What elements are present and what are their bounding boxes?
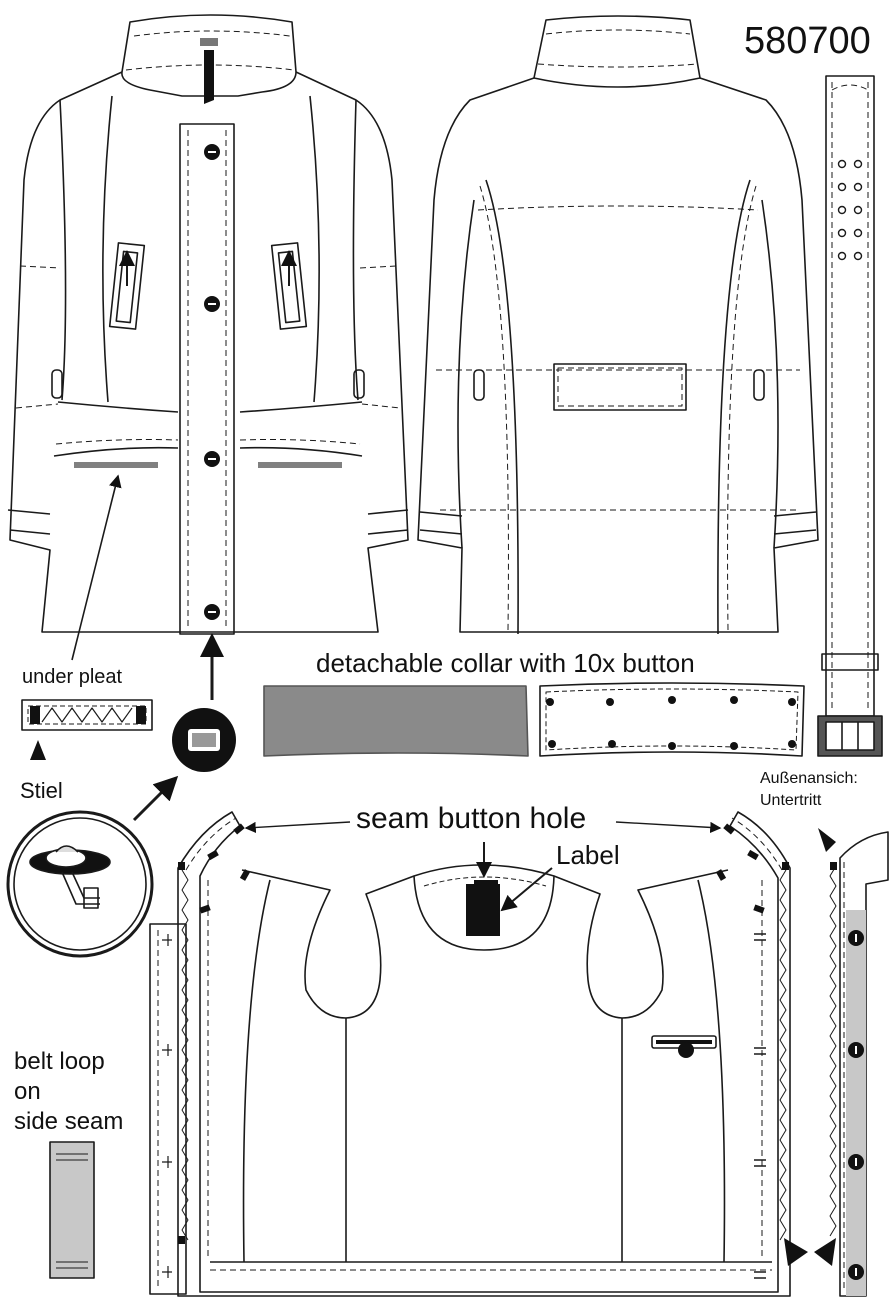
label-callout: Label bbox=[556, 840, 620, 870]
button-closeup bbox=[172, 633, 236, 772]
belt-loop-label-line3: side seam bbox=[14, 1108, 124, 1135]
seam-button-hole-label: seam button hole bbox=[356, 802, 587, 835]
back-half-belt bbox=[553, 363, 687, 411]
article-number: 580700 bbox=[744, 20, 871, 62]
left-facing-strip bbox=[149, 923, 187, 1295]
outside-view-label-line2: Untertritt bbox=[760, 792, 822, 809]
belt-loop-label-line2: on bbox=[14, 1078, 41, 1105]
front-body-outline bbox=[9, 71, 409, 633]
back-collar bbox=[533, 15, 701, 88]
outside-view-label-line1: Außenansich: bbox=[760, 770, 858, 787]
jacket-inside-view bbox=[177, 811, 836, 1297]
belt bbox=[817, 75, 883, 757]
belt-loop-detail bbox=[49, 1141, 95, 1279]
jacket-back-view bbox=[417, 15, 819, 635]
detachable-collar-label: detachable collar with 10x button bbox=[316, 648, 695, 678]
stiel-closeup bbox=[6, 775, 179, 958]
detachable-collar-buttons bbox=[539, 682, 805, 757]
jacket-front-view bbox=[7, 14, 409, 635]
underlap-strip bbox=[818, 828, 889, 1297]
stiel-label: Stiel bbox=[20, 778, 63, 803]
detachable-collar-grey bbox=[263, 685, 529, 757]
brand-label bbox=[466, 884, 500, 936]
under-pleat-label: under pleat bbox=[22, 666, 123, 688]
back-body-outline bbox=[417, 77, 819, 633]
front-collar bbox=[121, 14, 297, 97]
belt-loop-label-line1: belt loop bbox=[14, 1048, 105, 1075]
under-pleat-detail bbox=[21, 699, 153, 760]
